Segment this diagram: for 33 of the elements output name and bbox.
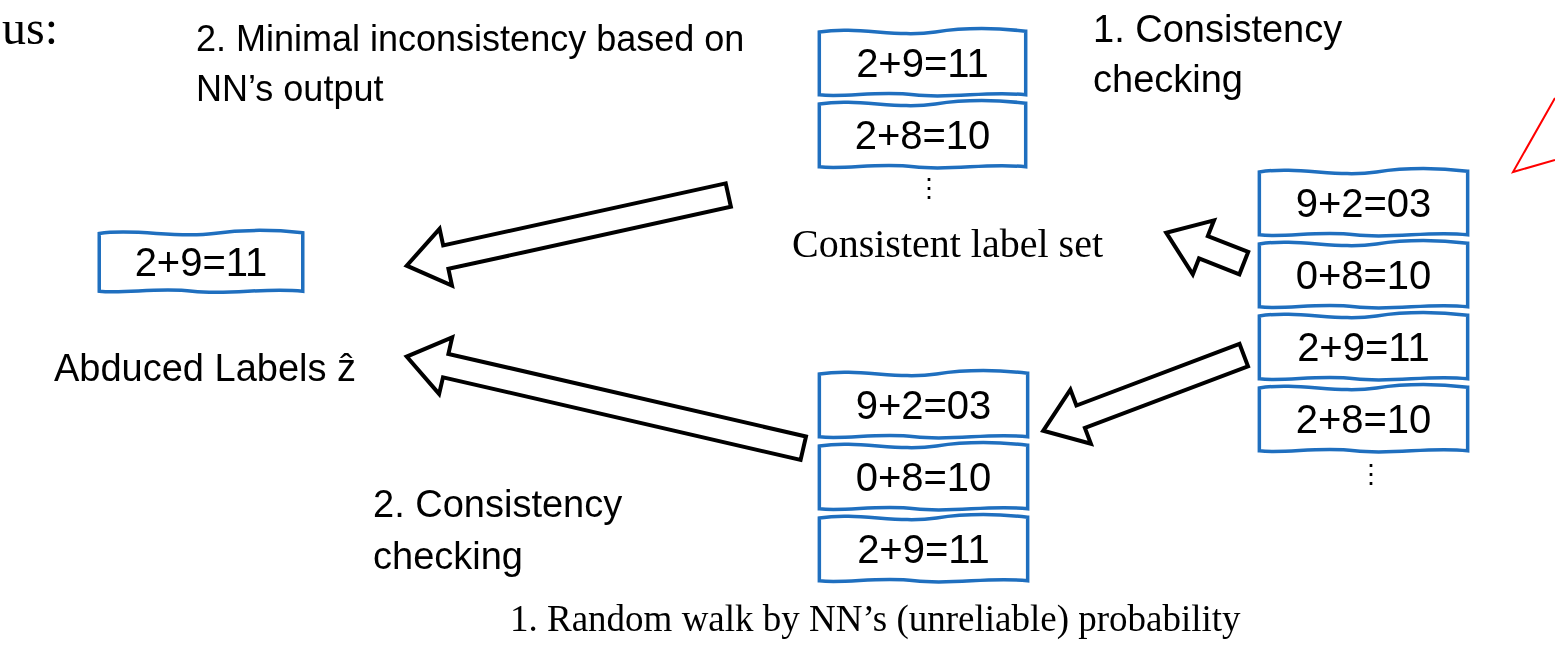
equation-text: 0+8=10 bbox=[1295, 255, 1432, 295]
block-arrow bbox=[403, 333, 809, 463]
stack-caption: Consistent label set bbox=[790, 220, 1105, 268]
label-card bbox=[1255, 382, 1472, 456]
label-card bbox=[1255, 166, 1472, 240]
label-card bbox=[815, 368, 1032, 442]
label-card bbox=[815, 98, 1030, 172]
block-arrow bbox=[403, 181, 734, 289]
equation-text: 2+8=10 bbox=[1295, 399, 1432, 439]
label-card bbox=[1255, 238, 1472, 312]
equation-text: 2+9=11 bbox=[1297, 327, 1430, 367]
edge-label: 1. Consistency checking bbox=[1093, 7, 1344, 102]
label-card bbox=[1255, 310, 1472, 384]
ellipsis-mark: ⋮ bbox=[1358, 462, 1384, 488]
equation-text: 0+8=10 bbox=[855, 457, 992, 497]
equation-text: 2+9=11 bbox=[856, 43, 989, 83]
label-card bbox=[815, 512, 1032, 586]
equation-text: 9+2=03 bbox=[855, 385, 992, 425]
equation-text: 9+2=03 bbox=[1295, 183, 1432, 223]
label-card bbox=[815, 26, 1030, 100]
heading-fragment: us: bbox=[2, 0, 58, 56]
block-arrow bbox=[1040, 341, 1251, 447]
equation-text: 2+8=10 bbox=[854, 115, 991, 155]
stack-caption: Abduced Labels ẑ bbox=[52, 346, 358, 391]
label-card bbox=[815, 440, 1032, 514]
ellipsis-mark: ⋮ bbox=[916, 176, 942, 202]
equation-text: 2+9=11 bbox=[134, 242, 268, 282]
step-caption: 1. Random walk by NN’s (unreliable) probability bbox=[510, 597, 1241, 641]
equation-text: 2+9=11 bbox=[857, 529, 990, 569]
block-arrow bbox=[1163, 217, 1251, 279]
edge-label: 2. Minimal inconsistency based on NN’s output bbox=[196, 17, 746, 111]
label-card bbox=[95, 228, 307, 296]
edge-label: 2. Consistency checking bbox=[373, 482, 624, 579]
